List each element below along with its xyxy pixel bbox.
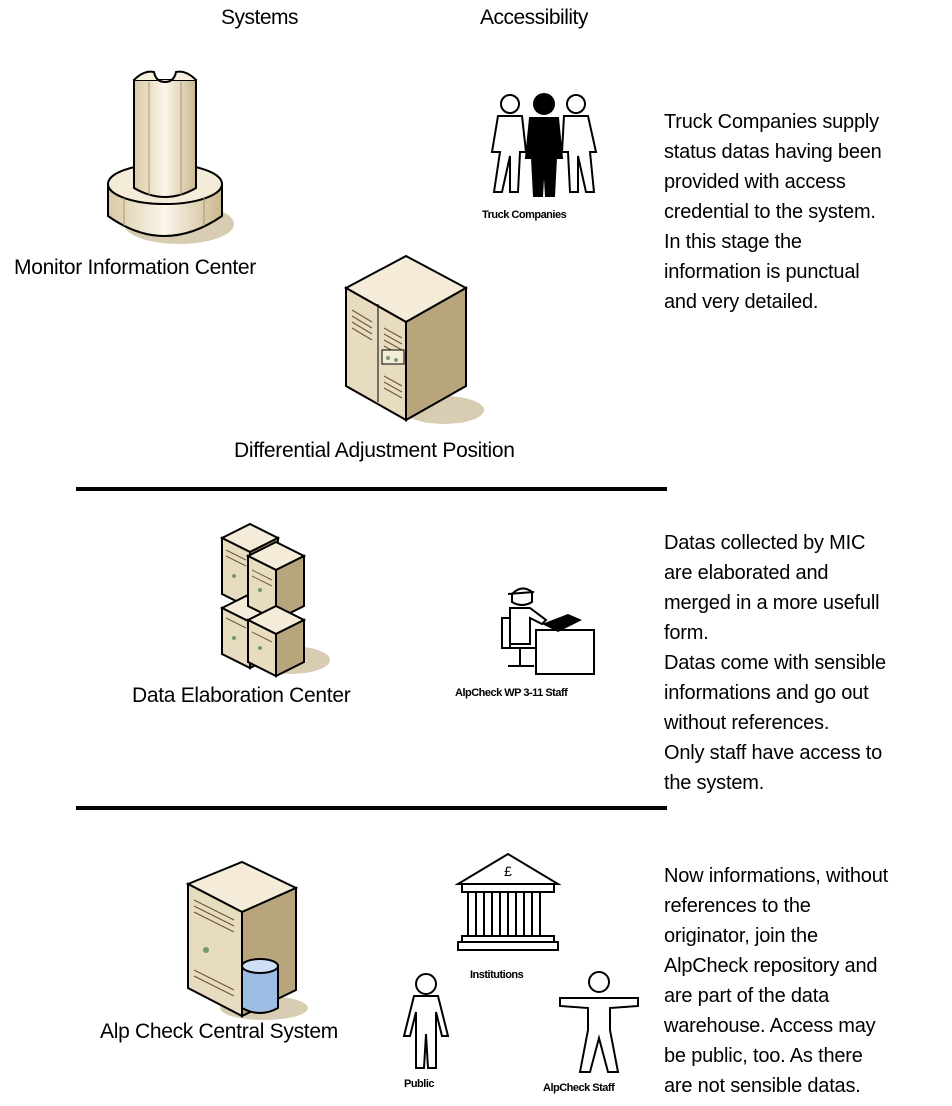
section-divider — [76, 487, 667, 491]
accessibility-header: Accessibility — [480, 6, 588, 29]
actor-label-alpcheck-staff: AlpCheck Staff — [543, 1082, 615, 1094]
system-label-alp-check-central-system: Alp Check Central System — [100, 1020, 338, 1043]
database-server-icon — [184, 860, 308, 1025]
server-cabinet-icon — [343, 252, 484, 433]
person-icon — [556, 968, 642, 1083]
description-truck-companies: Truck Companies supply status datas havi… — [664, 111, 882, 313]
person-icon — [396, 972, 456, 1077]
system-label-monitor-information-center: Monitor Information Center — [14, 256, 256, 279]
institution-icon: £ — [454, 850, 562, 961]
desk-worker-icon — [498, 580, 598, 685]
systems-header: Systems — [221, 6, 299, 29]
actor-label-public: Public — [404, 1078, 435, 1090]
system-label-data-elaboration-center: Data Elaboration Center — [132, 684, 351, 707]
actor-label-institutions: Institutions — [470, 969, 524, 981]
server-cluster-icon — [219, 520, 330, 685]
actor-label-truck-companies: Truck Companies — [482, 209, 567, 221]
section-divider — [76, 806, 667, 810]
actor-label-alpcheck-wp-staff: AlpCheck WP 3-11 Staff — [455, 687, 568, 699]
tower-icon — [104, 66, 234, 251]
description-data-elaboration: Datas collected by MIC are elaborated an… — [664, 532, 886, 794]
svg-text:£: £ — [504, 863, 512, 879]
description-central-system: Now informations, without references to … — [664, 865, 888, 1097]
system-label-differential-adjustment-position: Differential Adjustment Position — [234, 439, 515, 462]
user-group-icon — [490, 92, 600, 207]
